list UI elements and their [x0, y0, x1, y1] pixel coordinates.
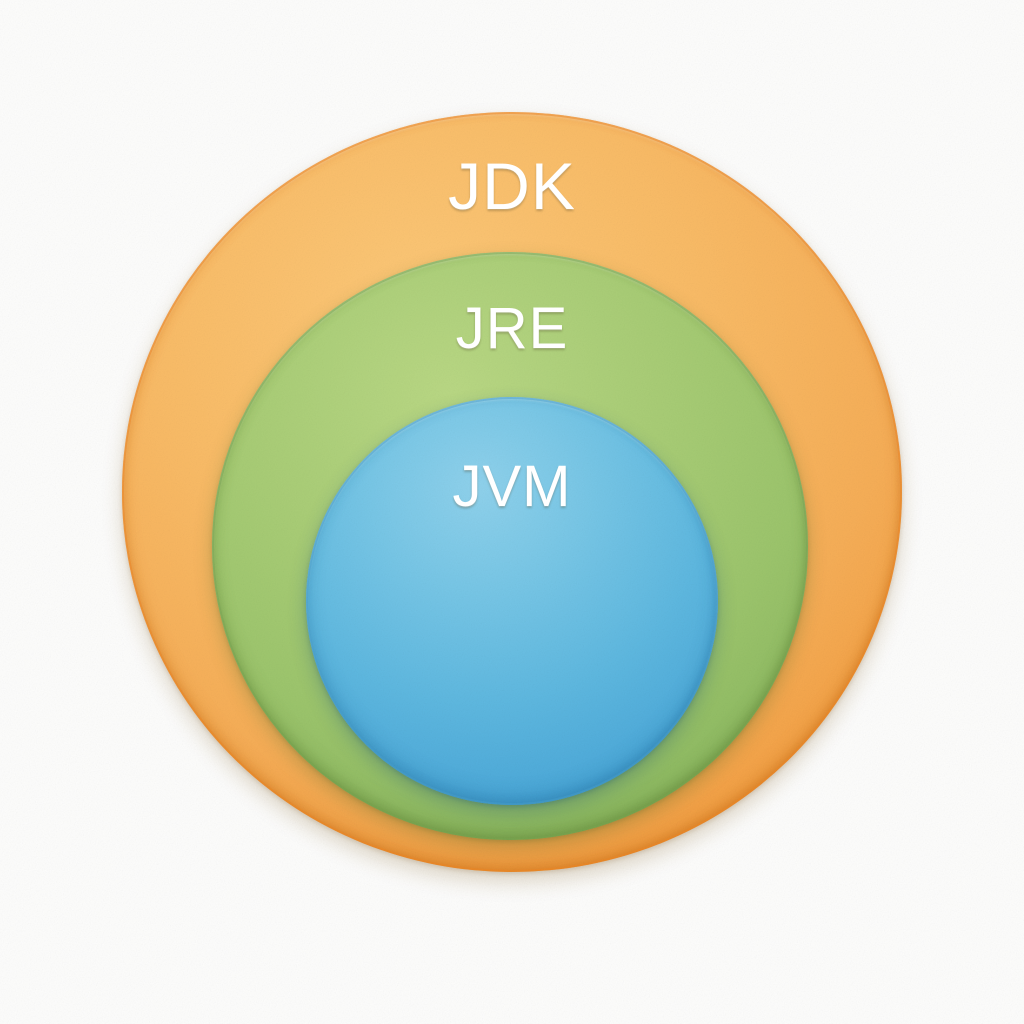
label-jdk: JDK: [448, 149, 576, 223]
label-jvm: JVM: [452, 454, 572, 519]
label-jre: JRE: [455, 296, 569, 361]
